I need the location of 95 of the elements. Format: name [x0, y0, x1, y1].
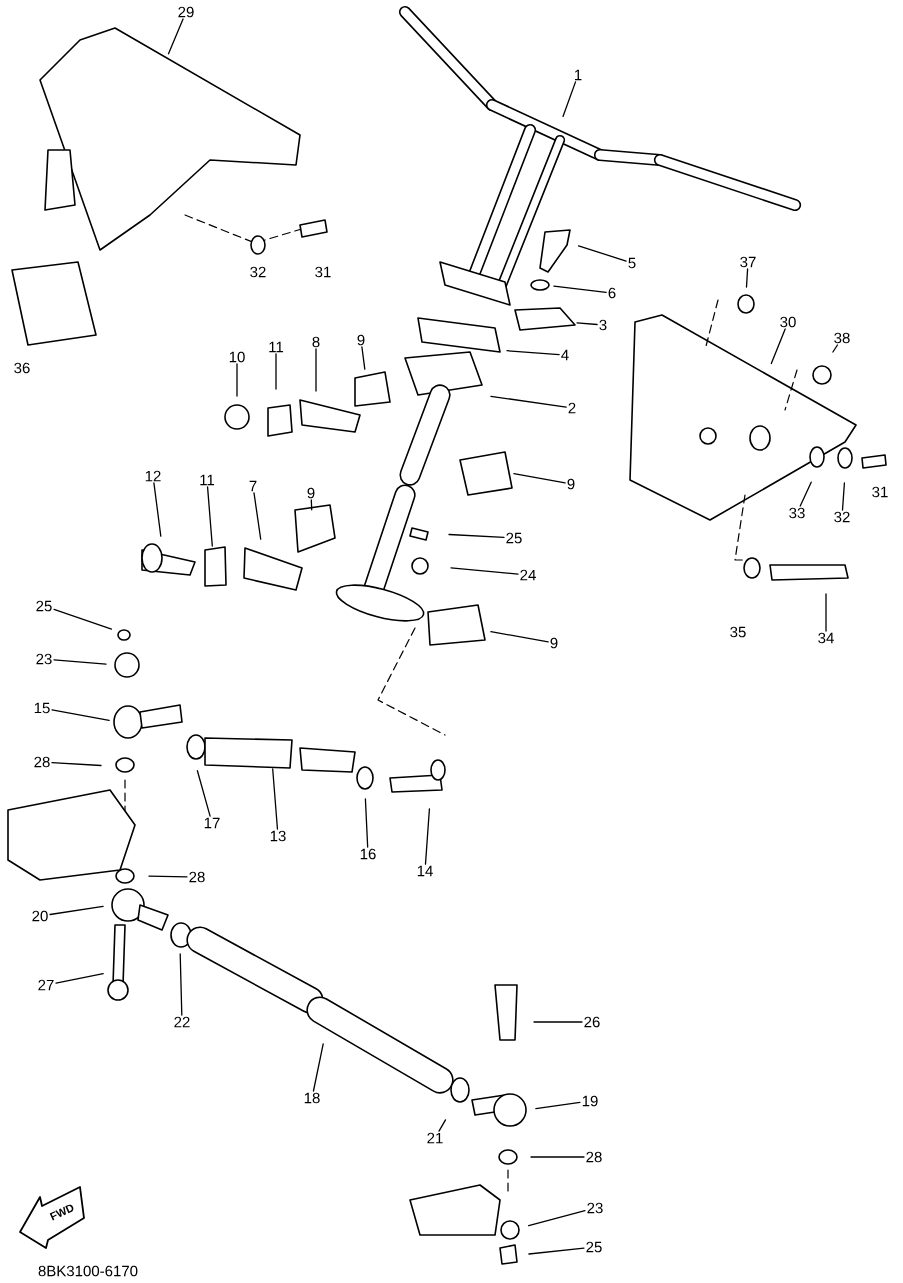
leader-line [530, 1156, 585, 1158]
leader-line [535, 1101, 581, 1110]
callout-number: 10 [227, 350, 247, 364]
callout-number: 9 [355, 333, 367, 347]
leader-line [51, 709, 110, 722]
leader-line [167, 18, 184, 55]
callout-number: 17 [202, 816, 222, 830]
leader-line [148, 875, 188, 878]
leader-line [576, 322, 598, 326]
leader-line [506, 350, 560, 356]
leader-line [450, 567, 519, 575]
callout-number: 25 [504, 531, 524, 545]
callout-number: 16 [358, 847, 378, 861]
callout-number: 32 [832, 510, 852, 524]
leader-line [236, 363, 238, 397]
leader-line [528, 1247, 585, 1255]
callout-number: 12 [143, 469, 163, 483]
leader-line [310, 499, 313, 511]
callout-number: 13 [268, 829, 288, 843]
callout-number: 24 [518, 568, 538, 582]
callout-number: 22 [172, 1015, 192, 1029]
callout-number: 14 [415, 864, 435, 878]
leader-line [49, 905, 104, 916]
callout-number: 28 [584, 1150, 604, 1164]
leader-line [179, 953, 183, 1016]
callout-number: 32 [250, 266, 266, 278]
callout-number: 19 [580, 1094, 600, 1108]
callout-number: 18 [302, 1091, 322, 1105]
callout-number: 30 [778, 315, 798, 329]
callout-number: 23 [585, 1201, 605, 1215]
leader-line [272, 768, 279, 830]
leader-line [533, 1021, 583, 1023]
callout-number: 34 [816, 631, 836, 645]
callout-number: 31 [315, 266, 331, 278]
leader-line [745, 268, 749, 288]
callout-number: 38 [832, 331, 852, 345]
callout-number: 33 [787, 506, 807, 520]
callout-number: 25 [34, 599, 54, 613]
leader-line [513, 472, 566, 484]
leader-line [361, 346, 366, 370]
callout-number: 2 [566, 401, 578, 415]
callout-number: 29 [176, 5, 196, 19]
leader-line [448, 533, 505, 539]
callout-number: 7 [247, 479, 259, 493]
callout-number: 21 [425, 1131, 445, 1145]
callout-number: 11 [197, 473, 217, 487]
callout-number: 1 [572, 68, 584, 82]
callout-number: 5 [626, 256, 638, 270]
callout-number: 9 [305, 486, 317, 500]
leader-line [799, 481, 812, 507]
callout-number: 28 [32, 755, 52, 769]
callout-number: 15 [32, 701, 52, 715]
callout-number: 31 [872, 486, 888, 498]
callout-number: 3 [597, 318, 609, 332]
leader-line [53, 659, 107, 665]
callout-number: 20 [30, 909, 50, 923]
leader-line [364, 798, 369, 848]
callout-number: 25 [584, 1240, 604, 1254]
leader-line [315, 348, 317, 392]
leader-line [832, 344, 839, 353]
leader-line [424, 808, 431, 865]
leader-line [490, 630, 549, 643]
leader-line [577, 245, 627, 262]
callout-number: 36 [14, 362, 30, 374]
callout-number: 23 [34, 652, 54, 666]
callout-number: 27 [36, 978, 56, 992]
callout-number: 4 [559, 348, 571, 362]
leader-line [55, 973, 104, 984]
leader-line [312, 1043, 324, 1092]
leader-line [51, 761, 102, 767]
callout-number: 35 [730, 626, 746, 638]
callout-number: 11 [266, 340, 286, 354]
leader-line [53, 608, 113, 630]
leader-line [562, 81, 577, 118]
callout-number: 6 [606, 286, 618, 300]
leader-line [528, 1210, 586, 1227]
callout-number: 9 [565, 477, 577, 491]
leader-line [770, 328, 786, 365]
callout-number: 37 [738, 255, 758, 269]
leader-line [206, 486, 213, 547]
leader-line [438, 1119, 447, 1132]
callout-number: 9 [548, 636, 560, 650]
leader-line [196, 770, 211, 817]
leader-line [490, 395, 567, 408]
leader-line [825, 593, 827, 632]
leader-line [841, 482, 846, 511]
direction-label: FWD [49, 1204, 74, 1221]
part-code: 8BK3100-6170 [38, 1265, 138, 1277]
leader-line [253, 492, 262, 540]
callout-number: 8 [310, 335, 322, 349]
leader-line [553, 285, 607, 293]
leader-line [153, 482, 162, 537]
callout-number: 26 [582, 1015, 602, 1029]
leader-line [275, 353, 277, 390]
callout-number: 28 [187, 870, 207, 884]
